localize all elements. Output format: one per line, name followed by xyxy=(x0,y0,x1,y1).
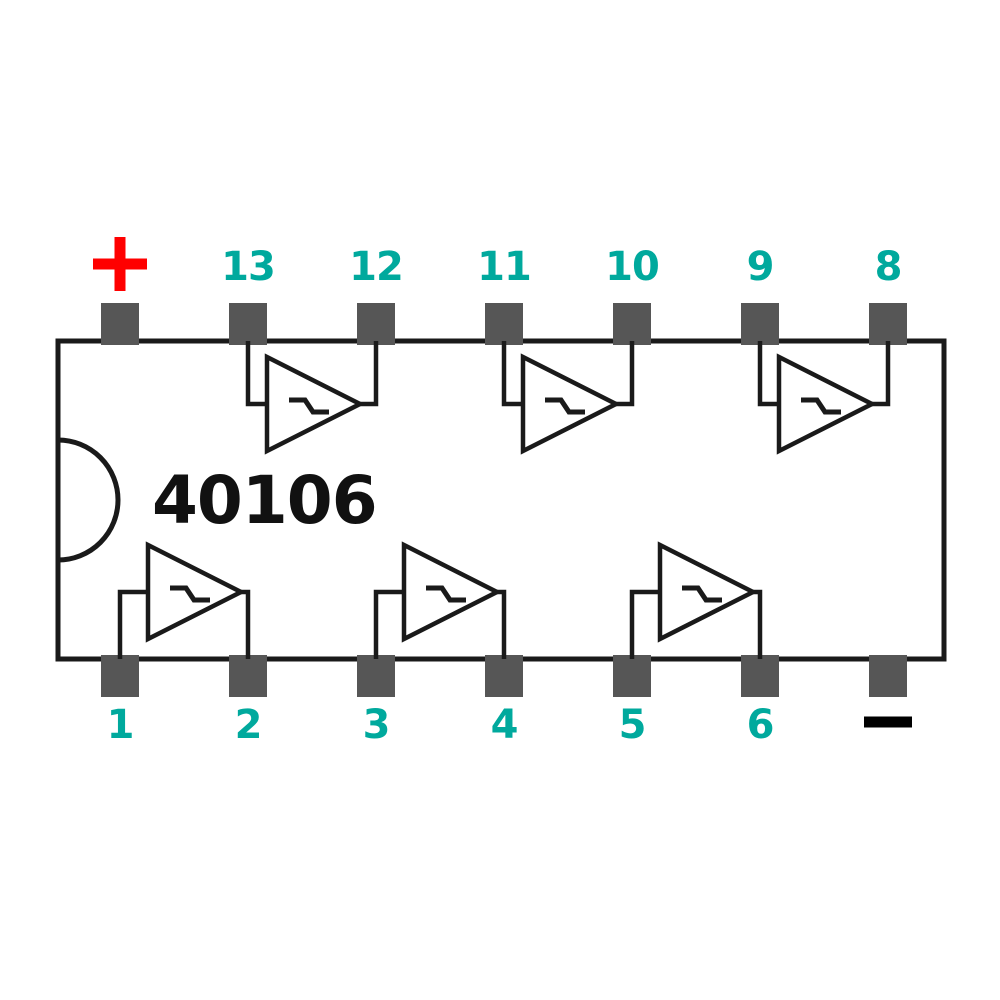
pin-pad[interactable] xyxy=(357,655,395,697)
pin-pad[interactable] xyxy=(485,303,523,345)
pin-labels-bottom: 1 2 3 4 5 6 xyxy=(107,702,912,748)
pin-pad[interactable] xyxy=(485,655,523,697)
pin-pad[interactable] xyxy=(101,303,139,345)
pins-top-row xyxy=(101,303,907,345)
gate-triangle-icon xyxy=(657,541,758,643)
hysteresis-symbol-icon xyxy=(289,397,329,415)
pin-number-label: 13 xyxy=(221,244,275,290)
hysteresis-symbol-icon xyxy=(426,585,466,603)
hysteresis-symbol-icon xyxy=(801,397,841,415)
pin-labels-top: 13 12 11 10 9 8 xyxy=(93,237,902,291)
pin-number-label: 9 xyxy=(747,244,774,290)
pin-number-label: 1 xyxy=(107,702,134,748)
hysteresis-symbol-icon xyxy=(170,585,210,603)
pin-number-label: 4 xyxy=(491,702,518,748)
gate-triangle-icon xyxy=(145,541,246,643)
gate-triangle-icon xyxy=(264,353,365,455)
gate-triangle-icon xyxy=(776,353,877,455)
pin-number-label: 10 xyxy=(605,244,659,290)
schmitt-inverter-gate[interactable] xyxy=(501,341,635,455)
pin-number-label: 5 xyxy=(619,702,646,748)
gate-output-wire xyxy=(360,341,379,407)
schmitt-inverter-gate[interactable] xyxy=(117,541,251,659)
pin-number-label: 12 xyxy=(349,244,403,290)
schmitt-inverter-gate[interactable] xyxy=(757,341,891,455)
pin-pad[interactable] xyxy=(869,303,907,345)
logic-gates xyxy=(117,341,891,659)
pin-number-label: 11 xyxy=(477,244,531,290)
gate-triangle-icon xyxy=(520,353,621,455)
gate-input-wire xyxy=(629,589,660,659)
pins-bottom-row xyxy=(101,655,907,697)
gate-triangle-icon xyxy=(401,541,502,643)
gate-input-wire xyxy=(757,341,779,407)
hysteresis-symbol-icon xyxy=(682,585,722,603)
package-notch-icon xyxy=(57,437,121,563)
schmitt-inverter-gate[interactable] xyxy=(373,541,507,659)
pin-number-label: 8 xyxy=(875,244,902,290)
gate-input-wire xyxy=(501,341,523,407)
hysteresis-symbol-icon xyxy=(545,397,585,415)
pin-number-label: 6 xyxy=(747,702,774,748)
gate-input-wire xyxy=(245,341,267,407)
schmitt-inverter-gate[interactable] xyxy=(245,341,379,455)
pin-pad[interactable] xyxy=(613,655,651,697)
power-minus-icon xyxy=(864,716,912,728)
pin-pad[interactable] xyxy=(869,655,907,697)
pin-pad[interactable] xyxy=(229,303,267,345)
pin-pad[interactable] xyxy=(613,303,651,345)
gate-input-wire xyxy=(117,589,148,659)
gate-output-wire xyxy=(872,341,891,407)
pin-pad[interactable] xyxy=(229,655,267,697)
pin-pad[interactable] xyxy=(357,303,395,345)
pin-pad[interactable] xyxy=(741,655,779,697)
power-plus-icon xyxy=(93,237,147,291)
schmitt-inverter-gate[interactable] xyxy=(629,541,763,659)
pin-pad[interactable] xyxy=(741,303,779,345)
gate-output-wire xyxy=(616,341,635,407)
chip-name-label: 40106 xyxy=(152,462,377,539)
pin-number-label: 2 xyxy=(235,702,262,748)
pin-pad[interactable] xyxy=(101,655,139,697)
pin-number-label: 3 xyxy=(363,702,390,748)
gate-input-wire xyxy=(373,589,404,659)
